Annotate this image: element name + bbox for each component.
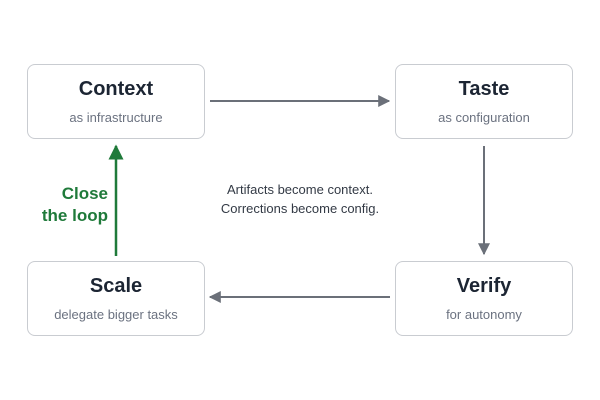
node-context: Context as infrastructure — [27, 64, 205, 139]
close-the-loop-label: Close the loop — [20, 183, 108, 227]
center-note-line-1: Artifacts become context. — [227, 182, 373, 197]
node-scale-title: Scale — [89, 275, 143, 297]
node-taste-subtitle: as configuration — [438, 110, 530, 125]
loop-label-line-1: Close — [61, 184, 108, 203]
loop-label-line-2: the loop — [41, 206, 108, 225]
node-verify-subtitle: for autonomy — [446, 307, 522, 322]
node-taste: Taste as configuration — [395, 64, 573, 139]
center-note: Artifacts become context. Corrections be… — [180, 180, 420, 218]
node-scale-subtitle: delegate bigger tasks — [54, 307, 178, 322]
node-verify: Verify for autonomy — [395, 261, 573, 336]
node-scale: Scale delegate bigger tasks — [27, 261, 205, 336]
node-taste-title: Taste — [458, 78, 510, 100]
node-context-subtitle: as infrastructure — [69, 110, 163, 125]
node-context-title: Context — [78, 78, 154, 100]
node-verify-title: Verify — [456, 275, 512, 297]
center-note-line-2: Corrections become config. — [220, 201, 380, 216]
